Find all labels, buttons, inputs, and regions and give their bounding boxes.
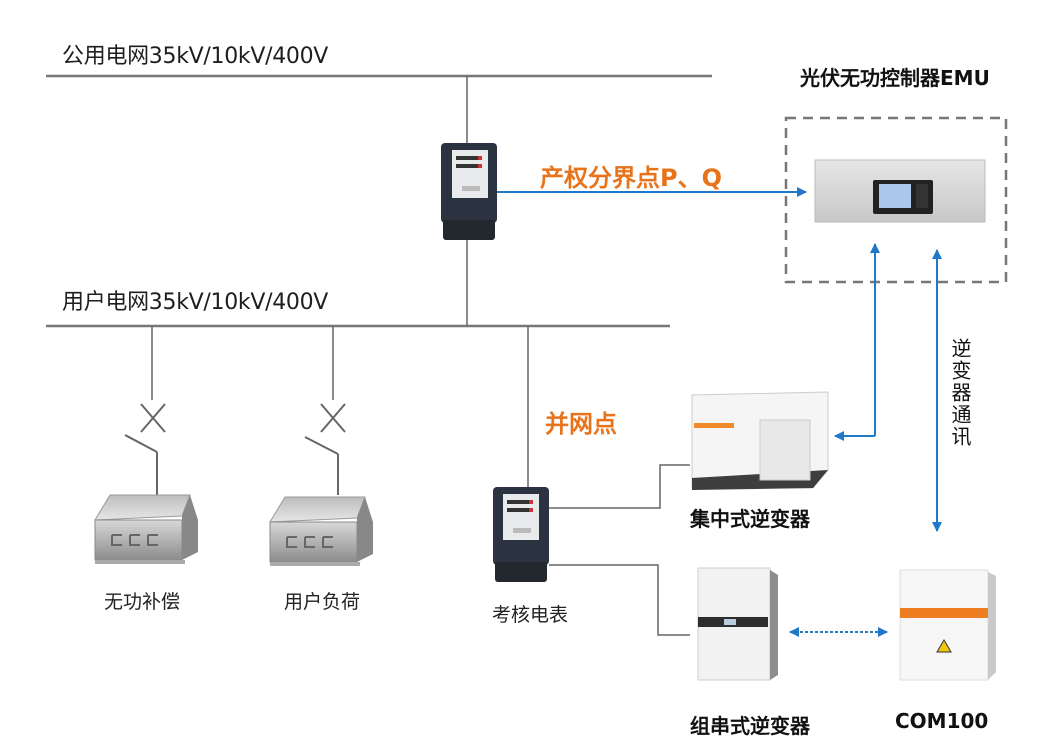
emu-dashed-box	[784, 116, 1008, 284]
public-grid-label: 公用电网35kV/10kV/400V	[62, 44, 329, 69]
com100-icon	[899, 569, 996, 681]
user-load-label: 用户负荷	[284, 591, 361, 613]
boundary-point-label: 产权分界点P、Q	[540, 164, 722, 192]
grid-connection-label: 并网点	[545, 410, 617, 438]
check-meter-icon	[493, 487, 549, 582]
boundary-meter-icon	[441, 143, 497, 240]
emu-device-icon	[814, 159, 986, 223]
string-inverter-label: 组串式逆变器	[690, 714, 810, 738]
user-load-house-icon	[269, 496, 373, 566]
com100-label: COM100	[895, 709, 989, 733]
breaker-symbol-1	[124, 403, 166, 495]
meter-central-inverter-line	[549, 464, 690, 509]
meter-string-inverter-line	[549, 564, 690, 636]
central-inverter-label: 集中式逆变器	[690, 507, 810, 531]
breaker-symbol-2	[304, 403, 346, 495]
check-meter-label: 考核电表	[492, 604, 569, 626]
string-inverter-icon	[697, 567, 778, 681]
user-grid-label: 用户电网35kV/10kV/400V	[62, 290, 329, 315]
reactive-compensation-house-icon	[94, 494, 198, 564]
inverter-comm-label: 逆变器通讯	[948, 338, 972, 448]
central-inverter-icon	[691, 391, 829, 490]
emu-title: 光伏无功控制器EMU	[800, 66, 990, 90]
reactive-comp-label: 无功补偿	[104, 591, 181, 613]
